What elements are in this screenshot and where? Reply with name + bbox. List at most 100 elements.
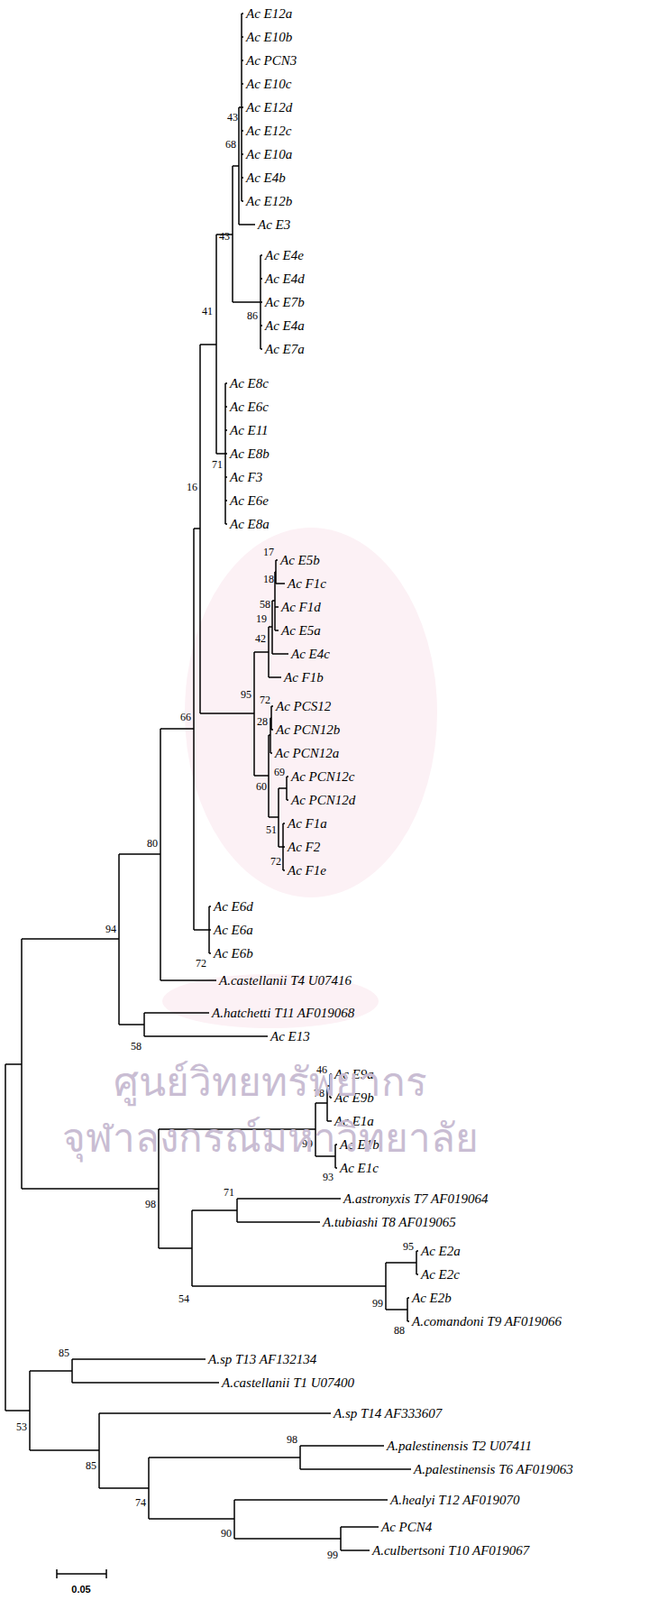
taxon-label: Ac E7a — [265, 342, 305, 357]
bootstrap-value: 60 — [255, 780, 267, 792]
taxon-label: Ac PCN12a — [274, 746, 339, 760]
taxon-label: Ac E10a — [246, 147, 293, 162]
scale-label: 0.05 — [71, 1583, 91, 1594]
bootstrap-value: 90 — [220, 1526, 232, 1538]
bootstrap-value: 43 — [227, 111, 238, 123]
bootstrap-value: 74 — [135, 1496, 147, 1508]
taxon-label: Ac E6d — [213, 899, 254, 914]
taxon-label: A.sp T13 AF132134 — [208, 1352, 317, 1366]
bootstrap-value: 58 — [259, 598, 271, 610]
taxon-label: Ac E2c — [420, 1267, 460, 1281]
bootstrap-value: 28 — [256, 715, 268, 727]
bootstrap-value: 18 — [263, 573, 275, 585]
bootstrap-value: 69 — [274, 766, 285, 777]
taxon-label: Ac F1c — [287, 576, 327, 591]
taxon-label: Ac E4e — [265, 248, 304, 263]
scale-bar — [56, 1568, 107, 1578]
taxon-label: Ac F1b — [283, 670, 324, 685]
taxon-label: Ac E12d — [246, 100, 293, 115]
bootstrap-value: 72 — [259, 694, 271, 705]
taxon-label: Ac E4a — [265, 319, 305, 333]
taxon-label: A.tubiashi T8 AF019065 — [322, 1215, 457, 1229]
bootstrap-value: 68 — [225, 138, 237, 150]
taxon-label: A.comandoni T9 AF019066 — [411, 1314, 562, 1328]
bootstrap-value: 72 — [270, 855, 282, 867]
taxon-label: Ac E4d — [265, 272, 305, 286]
taxon-label: Ac F1e — [287, 863, 327, 878]
taxon-label: Ac E1c — [339, 1160, 379, 1175]
bootstrap-value: 85 — [85, 1459, 97, 1471]
taxon-label: Ac E4c — [291, 647, 330, 661]
bootstrap-value: 85 — [58, 1346, 70, 1358]
taxon-label: Ac E8a — [229, 517, 270, 531]
taxon-label: Ac E12b — [246, 194, 293, 209]
taxon-label: A.palestinensis T2 U07411 — [386, 1438, 532, 1453]
bootstrap-value: 41 — [201, 305, 213, 317]
bootstrap-value: 42 — [255, 632, 266, 644]
taxon-label: Ac E2a — [420, 1243, 461, 1258]
taxon-label: Ac F1d — [281, 600, 321, 614]
taxon-label: Ac E6c — [229, 400, 269, 414]
taxon-label: Ac PCN4 — [381, 1519, 432, 1534]
taxon-label: Ac E10b — [246, 30, 293, 45]
bootstrap-value: 98 — [286, 1433, 298, 1445]
bootstrap-value: 43 — [219, 230, 230, 242]
taxon-label: Ac PCS12 — [275, 699, 331, 713]
taxon-label: Ac E7b — [265, 295, 305, 310]
taxon-label: A.palestinensis T6 AF019063 — [413, 1462, 574, 1476]
bootstrap-value: 17 — [263, 546, 275, 558]
bootstrap-value: 95 — [240, 688, 252, 700]
bootstrap-value: 98 — [145, 1197, 156, 1209]
tree-branches — [5, 13, 419, 1550]
taxon-label: Ac PCN12d — [291, 793, 356, 807]
taxon-label: Ac E5b — [280, 553, 320, 567]
watermark-emblem — [184, 527, 438, 897]
bootstrap-value: 86 — [246, 310, 258, 321]
taxon-label: A.culbertsoni T10 AF019067 — [372, 1543, 530, 1557]
taxon-label: Ac E13 — [270, 1029, 311, 1043]
watermark-text: จุฬาลงกรณ์มหาวิทยาลัย — [62, 1117, 479, 1158]
taxon-label: A.astronyxis T7 AF019064 — [343, 1191, 488, 1206]
bootstrap-value: 19 — [255, 612, 267, 624]
taxon-label: Ac E6e — [229, 493, 269, 508]
bootstrap-value: 94 — [105, 923, 117, 934]
taxon-label: Ac F1a — [287, 816, 328, 831]
taxon-label: Ac E4b — [246, 171, 286, 185]
bootstrap-value: 72 — [195, 957, 207, 969]
bootstrap-value: 66 — [180, 711, 192, 723]
bootstrap-value: 99 — [327, 1548, 339, 1560]
taxon-label: Ac F2 — [287, 840, 320, 854]
taxon-label: Ac E8c — [229, 376, 269, 391]
taxon-label: Ac E5a — [281, 623, 321, 638]
watermark-text: ศูนย์วิทยทรัพยากร — [113, 1061, 428, 1102]
taxon-label: A.sp T14 AF333607 — [333, 1406, 442, 1420]
bootstrap-value: 80 — [146, 837, 158, 849]
taxon-label: Ac E11 — [229, 423, 269, 438]
taxon-label: A.healyi T12 AF019070 — [390, 1492, 520, 1507]
bootstrap-value: 71 — [223, 1186, 235, 1198]
taxon-label: Ac E12a — [246, 7, 293, 21]
taxon-label: Ac E8b — [229, 447, 270, 461]
taxon-label: Ac E10c — [246, 77, 292, 92]
bootstrap-value: 99 — [372, 1297, 384, 1308]
taxon-label: A.hatchetti T11 AF019068 — [211, 1005, 355, 1020]
bootstrap-value: 16 — [186, 481, 198, 493]
taxon-label: Ac PCN3 — [246, 54, 297, 68]
bootstrap-value: 54 — [178, 1292, 190, 1304]
taxon-label: Ac PCN12c — [291, 769, 355, 784]
taxon-label: Ac E6a — [213, 923, 254, 937]
bootstrap-value: 58 — [130, 1040, 142, 1052]
bootstrap-value: 51 — [265, 823, 277, 835]
taxon-label: A.castellanii T4 U07416 — [219, 973, 352, 988]
bootstrap-value: 88 — [393, 1324, 405, 1335]
taxon-label: A.castellanii T1 U07400 — [221, 1375, 355, 1390]
bootstrap-value: 95 — [402, 1240, 414, 1252]
taxon-label: Ac E2b — [411, 1290, 452, 1305]
taxon-label: Ac E12c — [246, 124, 292, 138]
bootstrap-value: 71 — [211, 458, 223, 470]
bootstrap-value: 93 — [322, 1170, 334, 1182]
taxon-label: Ac E6b — [213, 946, 254, 960]
taxon-label: Ac F3 — [229, 470, 263, 485]
watermark-emblem — [162, 973, 379, 1028]
taxon-label: Ac PCN12b — [275, 722, 340, 737]
